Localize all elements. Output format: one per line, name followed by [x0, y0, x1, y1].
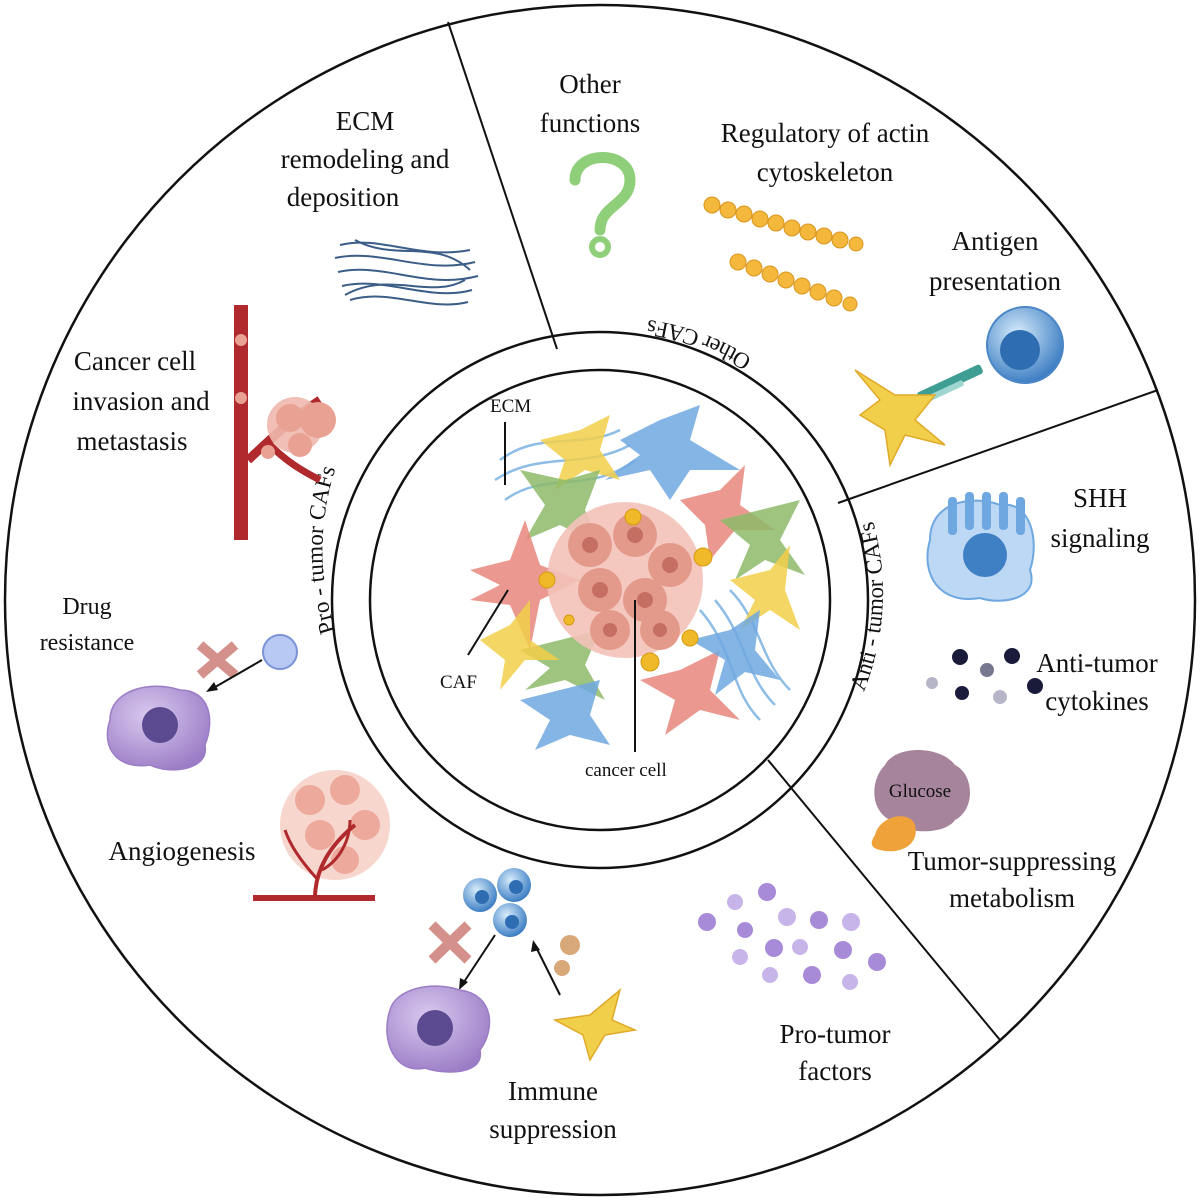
label-actin-1: Regulatory of actin [721, 118, 930, 148]
label-ecm: ECM [490, 396, 531, 417]
label-invasion-3: metastasis [77, 426, 188, 456]
anti-tumor-cytokines-icon [926, 648, 1043, 704]
question-mark-dot-icon [589, 236, 611, 258]
blood-vessel-icon [234, 305, 248, 540]
leader-caf [467, 589, 509, 656]
label-caf: CAF [440, 672, 477, 693]
label-cytokines-1: Anti-tumor [1036, 648, 1158, 678]
actin-filament-icon [703, 196, 864, 312]
label-pro-factors-2: factors [798, 1056, 871, 1086]
outer-ring [3, 3, 1197, 1197]
middle-ring [330, 330, 870, 870]
label-actin-2: cytoskeleton [757, 157, 894, 187]
ecm-fiber-icon [334, 239, 479, 306]
label-cytokines-2: cytokines [1045, 686, 1148, 716]
label-shh-1: SHH [1073, 483, 1127, 513]
tumor-cell-drug-nucleus-icon [142, 707, 178, 743]
cancer-cell-cluster [547, 502, 703, 658]
label-immune-1: Immune [508, 1076, 598, 1106]
label-ecm-remodeling-3: deposition [287, 182, 400, 212]
caf-antigen-presenting-icon [854, 369, 946, 468]
arrow-immune-left [461, 934, 496, 986]
cross-icon [196, 641, 239, 679]
caf-red-right [680, 465, 775, 560]
label-drug-2: resistance [40, 630, 135, 656]
label-cancer-cell: cancer cell [585, 760, 667, 781]
label-ecm-remodeling-1: ECM [336, 106, 395, 136]
caf-yellow-top [540, 415, 620, 490]
arrow-drug [209, 659, 263, 691]
caf-blue-right [690, 610, 780, 695]
shh-receptor-icon [926, 492, 1035, 602]
label-metabolism-1: Tumor-suppressing [908, 846, 1117, 876]
arrowhead-immune-left [459, 978, 468, 990]
glucose-transporter-icon [874, 750, 970, 832]
cross-immune-icon [428, 921, 472, 964]
caf-red-bottom [640, 650, 740, 735]
label-ecm-remodeling-2: remodeling and [281, 144, 450, 174]
divider-other-pro [447, 21, 558, 350]
label-glucose: Glucose [889, 781, 951, 802]
label-angiogenesis: Angiogenesis [109, 836, 256, 866]
pro-tumor-factors-icon [698, 883, 886, 990]
cytokine-particle-1-icon [560, 935, 580, 955]
label-shh-2: signaling [1051, 523, 1150, 553]
label-pro-factors-1: Pro-tumor [780, 1019, 891, 1049]
immune-cells-icon [463, 868, 531, 937]
divider-other-anti [837, 389, 1159, 504]
arrow-immune-right [534, 944, 561, 996]
drug-particle-icon [262, 634, 298, 670]
label-metabolism-2: metabolism [949, 883, 1075, 913]
label-antigen-2: presentation [929, 266, 1061, 296]
caf-yellow-bottom [480, 600, 560, 690]
caf-blue-bottom [520, 680, 610, 750]
inner-ring [368, 368, 832, 832]
arrowhead-immune-right [531, 940, 540, 952]
arrowhead-drug [206, 682, 218, 692]
label-other-functions-2: functions [540, 108, 641, 138]
label-other-functions-1: Other [559, 69, 620, 99]
t-cell-nucleus-icon [1000, 330, 1040, 370]
caf-red-left [470, 520, 580, 650]
tumor-cell-immune-nucleus-icon [417, 1010, 453, 1046]
label-immune-2: suppression [489, 1114, 617, 1144]
invasion-tumor-icon [235, 334, 336, 484]
caf-blue-top [605, 405, 740, 500]
label-invasion-1: Cancer cell [74, 346, 196, 376]
metabolite-icon [871, 816, 916, 852]
ring-label-other: Other CAFs [645, 315, 755, 375]
caf-immune-icon [552, 987, 638, 1062]
receptor-icon [917, 364, 983, 402]
label-invasion-2: invasion and [72, 386, 210, 416]
ring-label-pro-tumor: Pro - tumor CAFs [302, 463, 340, 638]
divider-anti-pro [767, 759, 1001, 1041]
secreted-factors [538, 508, 713, 672]
cytokine-particle-2-icon [554, 960, 570, 976]
label-antigen-1: Antigen [952, 226, 1039, 256]
question-mark-icon [569, 152, 636, 236]
caf-yellow-right [730, 545, 800, 630]
ring-label-anti-tumor: Anti - tumor CAFs [845, 519, 888, 693]
angiogenesis-icon [253, 770, 390, 901]
label-drug-1: Drug [62, 594, 111, 620]
tumor-microenvironment [467, 405, 805, 752]
